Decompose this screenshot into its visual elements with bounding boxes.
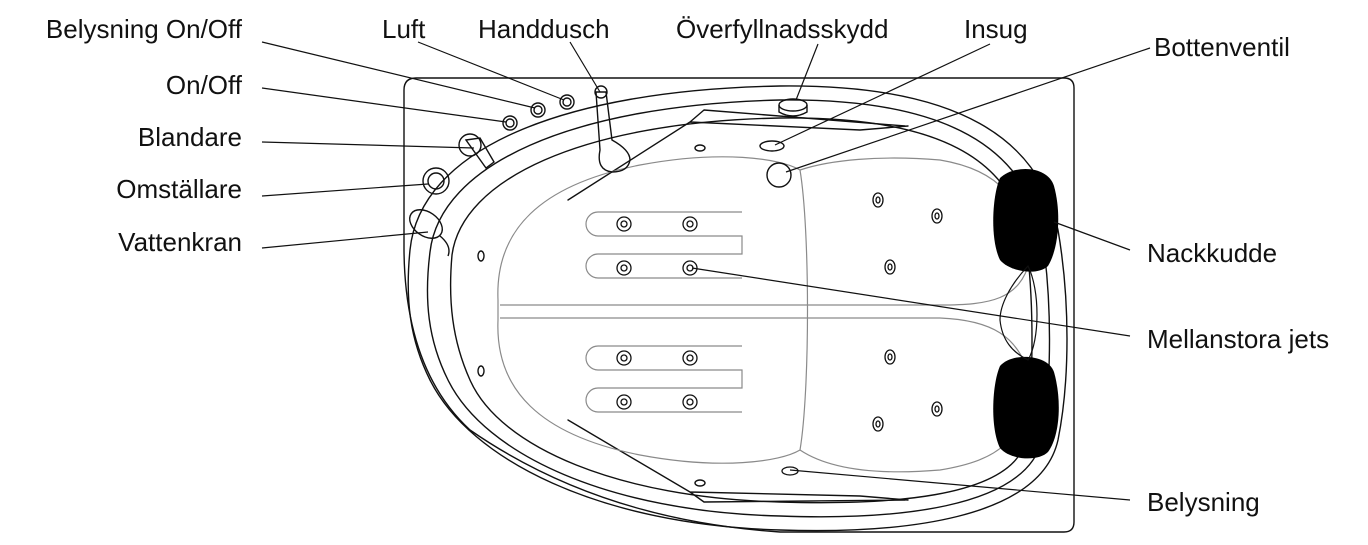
label-overfyllnadsskydd: Överfyllnadsskydd (676, 14, 889, 44)
neck-pillow-bottom (993, 356, 1059, 459)
label-bottenventil: Bottenventil (1154, 32, 1290, 62)
leader-vattenkran (261, 231, 429, 249)
jet-back (884, 349, 896, 365)
tub-basin (449, 117, 1033, 504)
jet-back (872, 192, 884, 208)
jet-back (884, 259, 896, 275)
lighting-onoff-button (530, 102, 546, 118)
tub-deck-outline (403, 77, 1075, 533)
pillow-divider (999, 264, 1038, 361)
label-insug: Insug (964, 14, 1028, 44)
jet-medium (616, 260, 632, 276)
leader-belysning-onoff (261, 41, 536, 109)
leader-luft (417, 41, 565, 101)
jet-side-2 (477, 365, 485, 377)
tub-floor-contour (497, 156, 809, 464)
jet-medium (616, 350, 632, 366)
leader-overfyllnadsskydd (795, 43, 819, 101)
bottom-valve (766, 162, 792, 188)
tub-rim-inner (426, 99, 1051, 518)
diverter-knob (422, 167, 450, 195)
jet-medium (616, 394, 632, 410)
leader-insug (774, 43, 991, 146)
jet-medium (682, 394, 698, 410)
label-omstallare: Omställare (116, 174, 242, 204)
water-faucet (409, 209, 450, 257)
label-onoff: On/Off (165, 70, 242, 100)
label-belysning: Belysning (1147, 487, 1260, 517)
seat-step-top (567, 109, 909, 201)
neck-pillow-top (993, 168, 1059, 272)
jet-medium (682, 216, 698, 232)
air-button (559, 94, 575, 110)
jet-floor-top (694, 144, 706, 152)
floor-contour-right (500, 157, 1031, 473)
jet-back (931, 401, 943, 417)
jet-channel-1 (585, 211, 743, 279)
lighting-fitting (781, 466, 799, 476)
tub-rim-outer (407, 85, 1068, 532)
jet-floor-bottom (694, 479, 706, 487)
leader-mellanstora-jets (691, 267, 1131, 337)
leader-belysning (789, 469, 1131, 501)
leader-omstallare (261, 183, 429, 197)
jet-back (872, 416, 884, 432)
hand-shower (594, 85, 631, 173)
jet-medium (616, 216, 632, 232)
overflow-protection-fitting (778, 98, 808, 117)
jet-back (931, 208, 943, 224)
onoff-button (502, 115, 518, 131)
label-mellanstora-jets: Mellanstora jets (1147, 324, 1330, 354)
label-vattenkran: Vattenkran (118, 227, 242, 257)
jet-side-1 (477, 250, 485, 262)
label-luft: Luft (382, 14, 426, 44)
label-belysning-onoff: Belysning On/Off (45, 14, 242, 44)
jet-channel-2 (585, 345, 743, 413)
leader-handdusch (569, 41, 601, 93)
mixer-tap (458, 133, 495, 169)
label-handdusch: Handdusch (478, 14, 610, 44)
jet-medium (682, 350, 698, 366)
seat-step-bottom (567, 419, 909, 503)
intake-fitting (759, 140, 785, 152)
leader-bottenventil (785, 47, 1151, 173)
label-blandare: Blandare (137, 122, 242, 152)
leader-blandare (261, 141, 475, 149)
label-nackkudde: Nackkudde (1147, 238, 1278, 268)
leader-nackkudde (1053, 221, 1131, 251)
leader-onoff (261, 87, 507, 123)
